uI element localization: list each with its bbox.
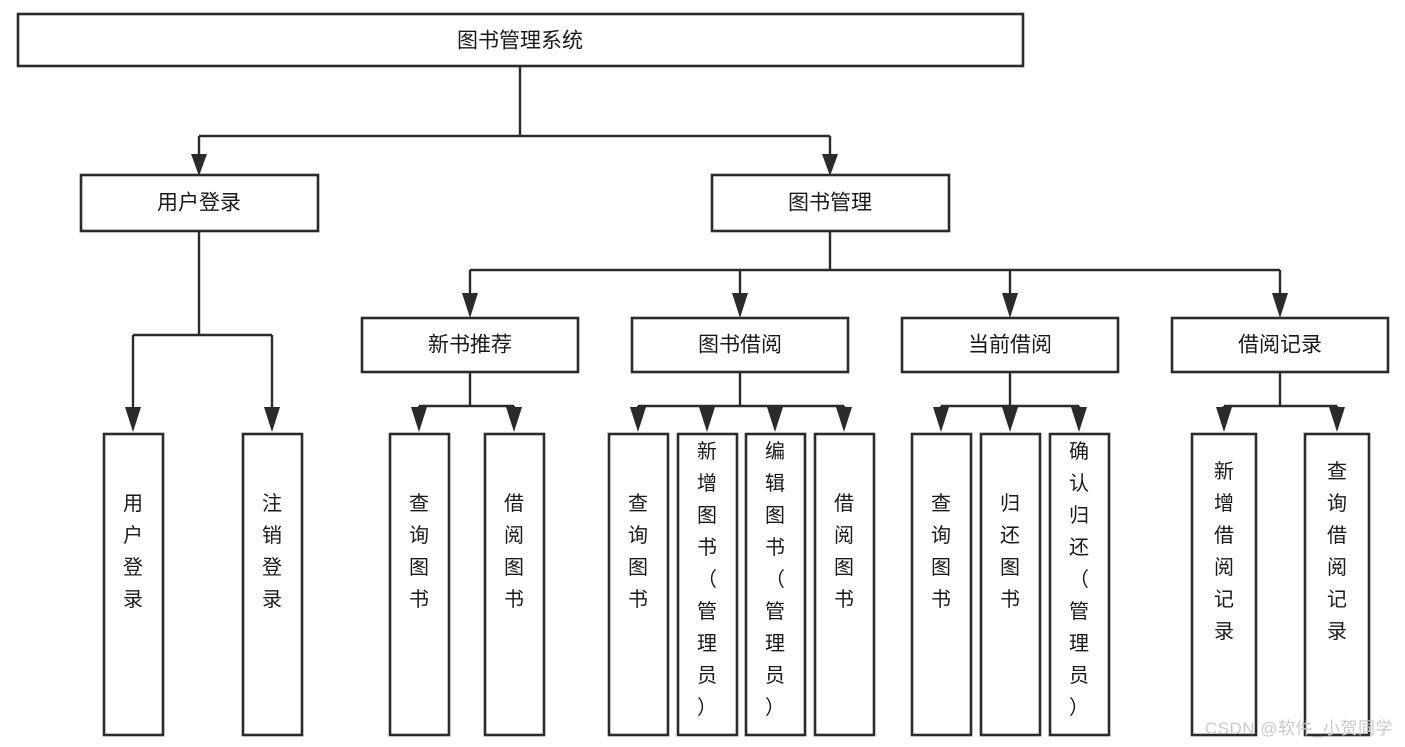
node-current-borrow[interactable]: 当前借阅	[900, 316, 1120, 374]
node-label: 当前借阅	[968, 334, 1052, 357]
node-leaf-logout[interactable]: 注销登录	[241, 432, 304, 737]
node-box	[241, 432, 304, 737]
node-label: 用户登录	[123, 493, 143, 611]
node-label: 查询图书	[409, 492, 429, 611]
node-box	[79, 173, 320, 233]
node-leaf-return-book[interactable]: 归还图书	[979, 432, 1042, 737]
node-label: 查询借阅记录	[1327, 460, 1347, 643]
node-label: 用户登录	[157, 192, 241, 215]
node-box	[16, 12, 1025, 68]
node-label: 图书管理系统	[457, 30, 583, 53]
node-label: 图书管理	[788, 192, 872, 215]
node-box	[910, 432, 973, 737]
node-box	[979, 432, 1042, 737]
arrow-head-icon	[462, 293, 478, 318]
node-leaf-user-login[interactable]: 用户登录	[102, 432, 165, 737]
node-label: 确认归还（管理员）	[1069, 440, 1089, 719]
node-leaf-query-book-2[interactable]: 查询图书	[607, 432, 670, 737]
node-borrow-record[interactable]: 借阅记录	[1170, 316, 1390, 374]
node-label: 图书借阅	[698, 334, 782, 357]
node-label: 借阅图书	[834, 492, 854, 611]
arrow-head-icon	[191, 154, 207, 176]
node-user-login[interactable]: 用户登录	[79, 173, 320, 233]
node-leaf-edit-book[interactable]: 编辑图书（管理员）	[744, 432, 807, 737]
node-box	[744, 432, 807, 737]
node-label: 归还图书	[1000, 492, 1020, 611]
arrow-head-icon	[699, 407, 715, 432]
connector-group-root	[191, 66, 838, 176]
node-box	[102, 432, 165, 737]
node-leaf-add-book[interactable]: 新增图书（管理员）	[676, 432, 739, 737]
node-box	[900, 316, 1120, 374]
node-leaf-query-book-3[interactable]: 查询图书	[910, 432, 973, 737]
node-box	[813, 432, 876, 737]
arrow-head-icon	[767, 407, 783, 432]
node-box	[483, 432, 546, 737]
arrow-head-icon	[822, 154, 838, 176]
arrow-head-icon	[1216, 407, 1232, 432]
arrow-head-icon	[411, 407, 427, 432]
node-leaf-query-book-1[interactable]: 查询图书	[388, 432, 451, 737]
arrow-head-icon	[933, 407, 949, 432]
node-box	[676, 432, 739, 737]
node-box	[360, 316, 580, 374]
node-label: 编辑图书（管理员）	[765, 440, 785, 719]
arrow-head-icon	[506, 407, 522, 432]
node-leaf-borrow-book-1[interactable]: 借阅图书	[483, 432, 546, 737]
node-label: 借阅记录	[1238, 334, 1322, 357]
node-label: 注销登录	[262, 492, 282, 611]
arrow-head-icon	[836, 407, 852, 432]
node-label: 新书推荐	[428, 334, 512, 357]
node-box	[1303, 432, 1371, 737]
node-root-system[interactable]: 图书管理系统	[16, 12, 1025, 68]
node-label: 借阅图书	[504, 492, 524, 611]
node-book-borrow[interactable]: 图书借阅	[630, 316, 850, 374]
connector-group-new-book	[411, 372, 522, 432]
connector-group-book-mgmt	[462, 231, 1288, 318]
arrow-head-icon	[264, 407, 280, 432]
connector-group-book-borrow	[630, 372, 852, 432]
node-label: 查询图书	[628, 492, 648, 611]
node-box	[1170, 316, 1390, 374]
node-leaf-query-borrow-record[interactable]: 查询借阅记录	[1303, 432, 1371, 737]
node-box	[630, 316, 850, 374]
arrow-head-icon	[1272, 293, 1288, 318]
node-box	[388, 432, 451, 737]
arrow-head-icon	[1002, 407, 1018, 432]
node-leaf-add-borrow-record[interactable]: 新增借阅记录	[1190, 432, 1258, 737]
node-box	[1190, 432, 1258, 737]
connector-group-borrow-record	[1216, 372, 1345, 432]
arrow-head-icon	[630, 407, 646, 432]
node-box	[1048, 432, 1111, 737]
node-leaf-confirm-return[interactable]: 确认归还（管理员）	[1048, 432, 1111, 737]
node-label: 查询图书	[931, 492, 951, 611]
node-label: 新增借阅记录	[1214, 460, 1234, 643]
connector-group-user-login	[125, 231, 280, 432]
arrow-head-icon	[732, 293, 748, 318]
arrow-head-icon	[1329, 407, 1345, 432]
arrow-head-icon	[125, 407, 141, 432]
node-box	[710, 173, 951, 233]
node-box	[607, 432, 670, 737]
arrow-head-icon	[1002, 293, 1018, 318]
connector-group-current-borrow	[933, 372, 1087, 432]
node-book-management[interactable]: 图书管理	[710, 173, 951, 233]
arrow-head-icon	[1071, 407, 1087, 432]
node-leaf-borrow-book-2[interactable]: 借阅图书	[813, 432, 876, 737]
node-label: 新增图书（管理员）	[697, 440, 717, 719]
node-new-book-recommend[interactable]: 新书推荐	[360, 316, 580, 374]
